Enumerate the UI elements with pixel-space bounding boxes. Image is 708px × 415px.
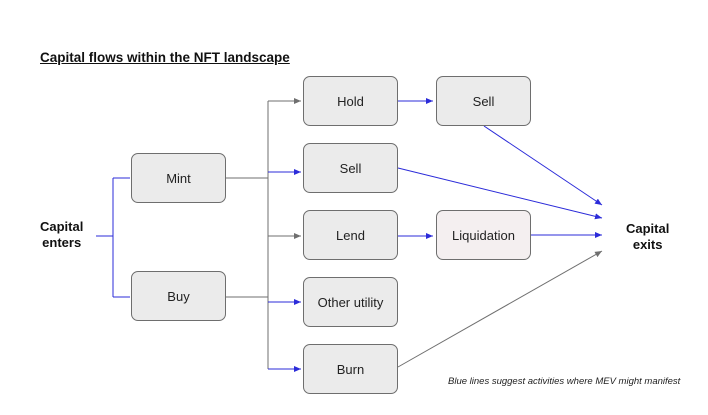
capital-enters-line2: enters [42,235,82,250]
capital-enters-label: Capital enters [40,219,83,251]
mint-node: Mint [131,153,226,203]
mev-footnote: Blue lines suggest activities where MEV … [448,376,681,387]
capital-enters-line1: Capital [40,219,84,234]
other-utility-node: Other utility [303,277,398,327]
burn-to-exit-arrow [397,250,603,368]
sell-after-hold-node: Sell [436,76,531,126]
capital-exits-line2: exits [632,237,663,252]
liquidation-node: Liquidation [436,210,531,260]
lend-node: Lend [303,210,398,260]
sell2-to-exit-arrow [483,125,603,206]
hold-node: Hold [303,76,398,126]
enters-connector [96,177,130,298]
capital-exits-label: Capital exits [626,221,669,253]
buy-node: Buy [131,271,226,321]
sell-node: Sell [303,143,398,193]
diagram-title: Capital flows within the NFT landscape [40,50,290,65]
sell-to-exit-arrow [397,167,603,220]
burn-node: Burn [303,344,398,394]
capital-exits-line1: Capital [626,221,670,236]
